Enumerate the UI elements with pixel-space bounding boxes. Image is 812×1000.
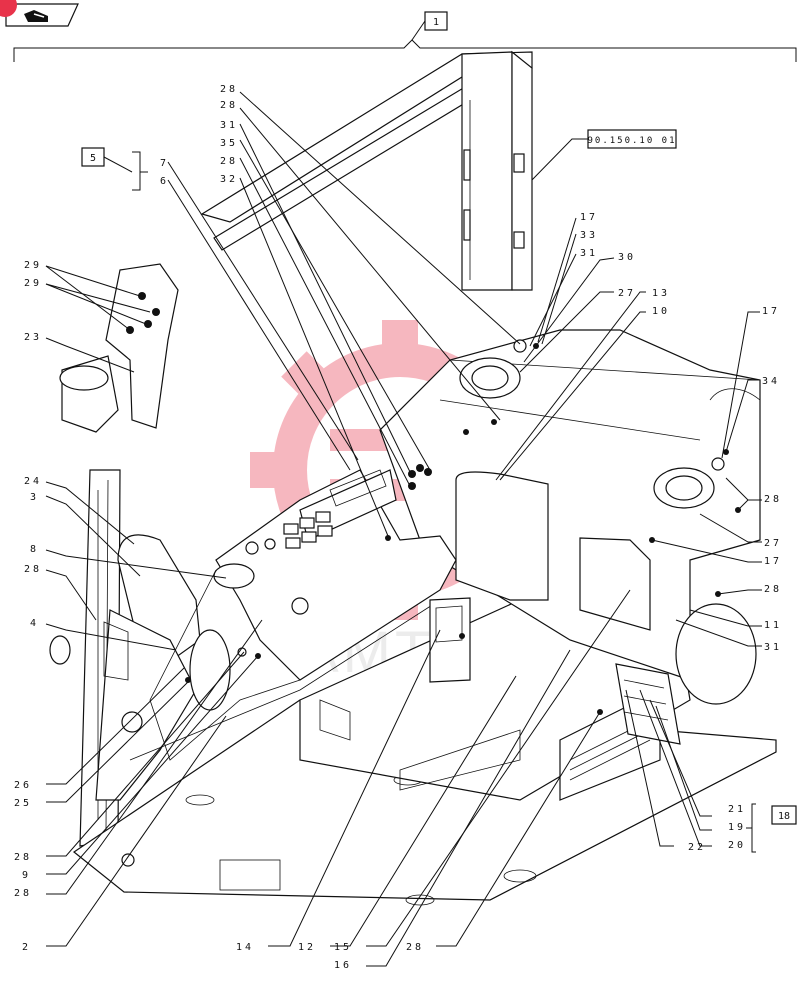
callout-label: 22 — [688, 842, 706, 853]
callout-label: 28 — [406, 942, 424, 953]
callout-label: 17 — [762, 306, 780, 317]
callout-label: 28 — [220, 84, 238, 95]
callouts-bottom: 14 12 15 16 28 — [236, 942, 424, 971]
cross-ref-label: 90.150.10 01 — [587, 136, 676, 146]
callout-label: 17 — [580, 212, 598, 223]
group-5-item: 6 — [160, 176, 169, 187]
left-control-console — [129, 469, 457, 761]
callout-label: 24 — [24, 476, 42, 487]
callout-label: 28 — [764, 494, 782, 505]
cross-ref-box[interactable]: 90.150.10 01 — [529, 129, 677, 183]
group-5-item: 7 — [160, 158, 169, 169]
group-18-label: 18 — [778, 811, 790, 822]
callout-label: 30 — [618, 252, 636, 263]
assembly-ref-1: 1 — [13, 11, 797, 62]
group-18-item: 20 — [728, 840, 746, 851]
callout-label: 27 — [764, 538, 782, 549]
callout-label: 26 — [14, 780, 32, 791]
nav-widget[interactable] — [0, 0, 79, 27]
callout-label: 31 — [764, 642, 782, 653]
group-18-item: 19 — [728, 822, 746, 833]
callout-label: 28 — [24, 564, 42, 575]
callouts-right-bottom: 22 — [688, 842, 706, 853]
callout-label: 35 — [220, 138, 238, 149]
callout-label: 17 — [764, 556, 782, 567]
fasteners — [185, 339, 741, 715]
callouts-right-mid: 17 34 28 27 17 28 11 31 — [762, 306, 782, 653]
callout-label: 14 — [236, 942, 254, 953]
callouts-left-top: 29 29 23 — [24, 260, 42, 343]
callout-label: 15 — [334, 942, 352, 953]
callout-label: 31 — [220, 120, 238, 131]
callout-label: 9 — [22, 870, 31, 881]
callout-label: 16 — [334, 960, 352, 971]
callout-label: 10 — [652, 306, 670, 317]
callout-label: 29 — [24, 278, 42, 289]
pointer-hand-icon — [24, 10, 48, 22]
callout-label: 29 — [24, 260, 42, 271]
callout-label: 8 — [30, 544, 39, 555]
callout-label: 11 — [764, 620, 782, 631]
callout-label: 28 — [220, 100, 238, 111]
callouts-top-fan: 28 28 31 35 28 32 — [220, 84, 238, 185]
callout-label: 23 — [24, 332, 42, 343]
assembly-ref-label: 1 — [433, 17, 439, 28]
callouts-left-mid: 24 3 8 28 4 — [24, 476, 42, 629]
callout-label: 31 — [580, 248, 598, 259]
group-5-label: 5 — [90, 153, 96, 164]
callout-label: 4 — [30, 618, 39, 629]
callout-label: 34 — [762, 376, 780, 387]
group-18[interactable]: 18 21 19 20 — [728, 804, 797, 851]
callout-label: 3 — [30, 492, 39, 503]
group-5[interactable]: 5 7 6 — [81, 147, 169, 187]
leader-lines — [45, 91, 762, 967]
callouts-right-upper: 17 33 31 30 27 13 10 — [580, 212, 670, 317]
right-console — [379, 329, 761, 705]
callout-label: 25 — [14, 798, 32, 809]
connector-module — [429, 597, 471, 683]
callouts-left-bottom: 26 25 28 9 28 2 — [14, 780, 32, 953]
callout-label: 32 — [220, 174, 238, 185]
callout-label: 13 — [652, 288, 670, 299]
callout-label: 28 — [14, 852, 32, 863]
callout-label: 12 — [298, 942, 316, 953]
callout-label: 2 — [22, 942, 31, 953]
cab-frame — [49, 50, 533, 847]
callout-label: 27 — [618, 288, 636, 299]
callout-label: 28 — [764, 584, 782, 595]
nav-badge — [0, 0, 17, 17]
callout-label: 28 — [14, 888, 32, 899]
group-18-item: 21 — [728, 804, 746, 815]
callout-label: 33 — [580, 230, 598, 241]
callout-label: 28 — [220, 156, 238, 167]
